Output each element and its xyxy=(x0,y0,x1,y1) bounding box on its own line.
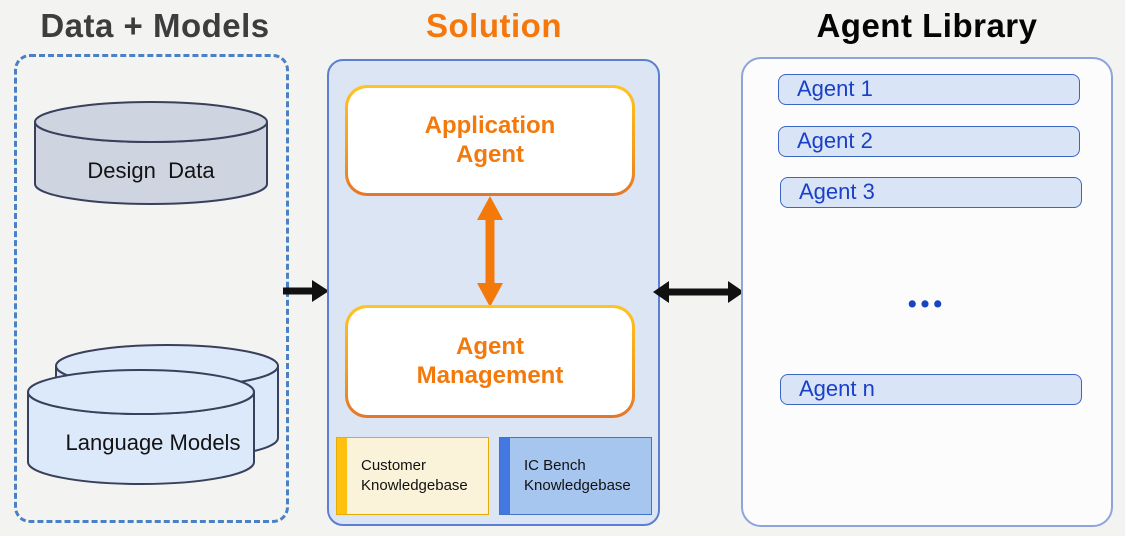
application-agent-label: Application Agent xyxy=(424,111,556,168)
design-data-cylinder: Design Data xyxy=(33,100,269,208)
agent-library-ellipsis: ••• xyxy=(907,290,947,318)
agent-library-item-3: Agent 3 xyxy=(780,177,1082,208)
agent-library-title: Agent Library xyxy=(816,7,1038,44)
customer-knowledgebase-box: Customer Knowledgebase xyxy=(336,437,489,515)
language-models-label: Language Models xyxy=(65,430,241,455)
design-data-label: Design Data xyxy=(87,158,215,183)
agent-library-item-2: Agent 2 xyxy=(778,126,1080,157)
agent-library-item-1: Agent 1 xyxy=(778,74,1080,105)
right-arrow-icon xyxy=(283,280,329,302)
double-horizontal-arrow-icon xyxy=(653,281,744,303)
agent-management-box: Agent Management xyxy=(345,305,635,418)
customer-knowledgebase-label: Customer Knowledgebase xyxy=(361,456,468,494)
ic-bench-knowledgebase-box: IC Bench Knowledgebase xyxy=(499,437,652,515)
agent-library-item-n: Agent n xyxy=(780,374,1082,405)
ic-bench-knowledgebase-label: IC Bench Knowledgebase xyxy=(524,456,631,494)
double-vertical-arrow-icon xyxy=(477,196,503,307)
data-models-title: Data + Models xyxy=(40,7,270,44)
application-agent-box: Application Agent xyxy=(345,85,635,196)
stacked-database-cylinder-icon xyxy=(27,344,279,485)
solution-title: Solution xyxy=(426,7,562,44)
ic-bench-knowledgebase-accent-bar xyxy=(500,438,510,514)
database-cylinder-icon xyxy=(34,101,268,205)
customer-knowledgebase-accent-bar xyxy=(337,438,347,514)
language-models-cylinders: Language Models xyxy=(26,340,280,488)
agent-management-label: Agent Management xyxy=(416,332,564,389)
